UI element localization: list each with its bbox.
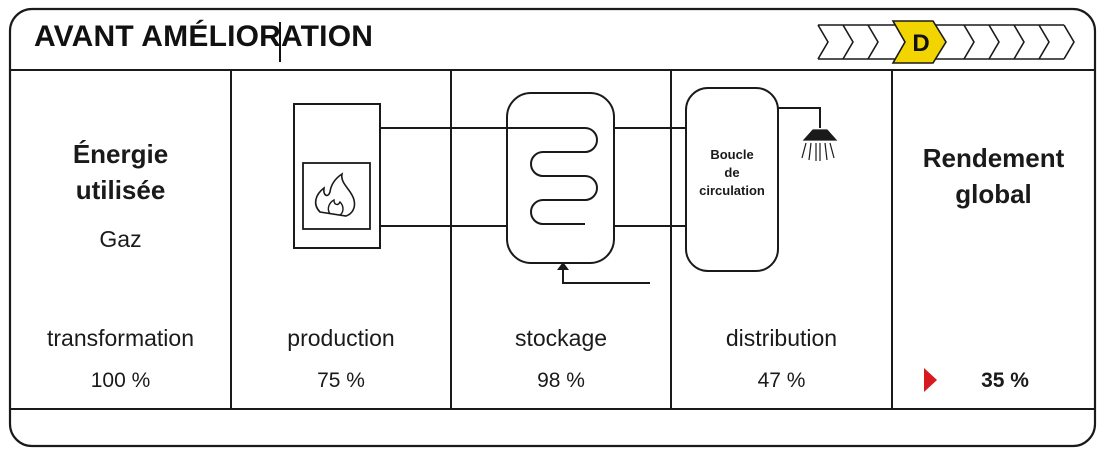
percent-distribution: 47 % bbox=[757, 369, 806, 392]
heat-exchanger-coil bbox=[507, 127, 598, 225]
class-chevron-icon bbox=[1063, 24, 1075, 60]
global-heading-line2: global bbox=[955, 179, 1032, 209]
energy-heading-line1: Énergie bbox=[72, 139, 169, 169]
circulation-loop-label: Boucle de circulation bbox=[686, 146, 778, 200]
percent-global: 35 % bbox=[981, 369, 1029, 392]
inlet-arrow-icon bbox=[557, 262, 569, 270]
loop-label-line1: Boucle bbox=[710, 147, 754, 162]
loop-label-line2: de bbox=[724, 165, 740, 180]
percent-production: 75 % bbox=[317, 369, 365, 392]
pipe-network bbox=[380, 107, 821, 284]
energy-class-badge bbox=[891, 20, 947, 64]
shower-head-icon bbox=[801, 129, 838, 161]
class-chevron-icon bbox=[842, 24, 854, 60]
class-chevron-icon bbox=[988, 24, 1000, 60]
panel-border bbox=[8, 7, 1097, 448]
stage-label-distribution: distribution bbox=[725, 325, 838, 351]
class-chevron-icon bbox=[1013, 24, 1025, 60]
class-chevron-icon bbox=[1038, 24, 1050, 60]
stage-label-storage: stockage bbox=[514, 325, 608, 351]
percent-storage: 98 % bbox=[537, 369, 585, 392]
energy-heading-line2: utilisée bbox=[75, 175, 166, 205]
energy-class-scale bbox=[817, 24, 1075, 60]
cold-water-inlet bbox=[562, 268, 650, 284]
percent-transformation: 100 % bbox=[90, 369, 151, 392]
boiler-flame-icon bbox=[293, 103, 381, 249]
result-marker-icon bbox=[924, 368, 937, 392]
loop-label-line3: circulation bbox=[699, 183, 765, 198]
class-chevron-icon bbox=[867, 24, 879, 60]
stage-label-production: production bbox=[287, 325, 395, 351]
energy-class-letter: D bbox=[912, 30, 929, 57]
global-heading-line1: Rendement bbox=[922, 143, 1065, 173]
text-cursor bbox=[279, 22, 281, 62]
page-title: AVANT AMÉLIORATION bbox=[34, 20, 374, 53]
class-chevron-icon bbox=[963, 24, 975, 60]
energy-heading: Énergie utilisée bbox=[10, 136, 231, 208]
coil-tank-icon bbox=[506, 92, 615, 264]
fuel-type: Gaz bbox=[99, 226, 142, 252]
global-heading: Rendement global bbox=[892, 140, 1095, 212]
class-chevron-icon bbox=[817, 24, 829, 60]
circulation-loop-tank bbox=[685, 87, 779, 272]
stage-label-transformation: transformation bbox=[46, 325, 194, 351]
pipe-to-shower bbox=[778, 107, 821, 128]
